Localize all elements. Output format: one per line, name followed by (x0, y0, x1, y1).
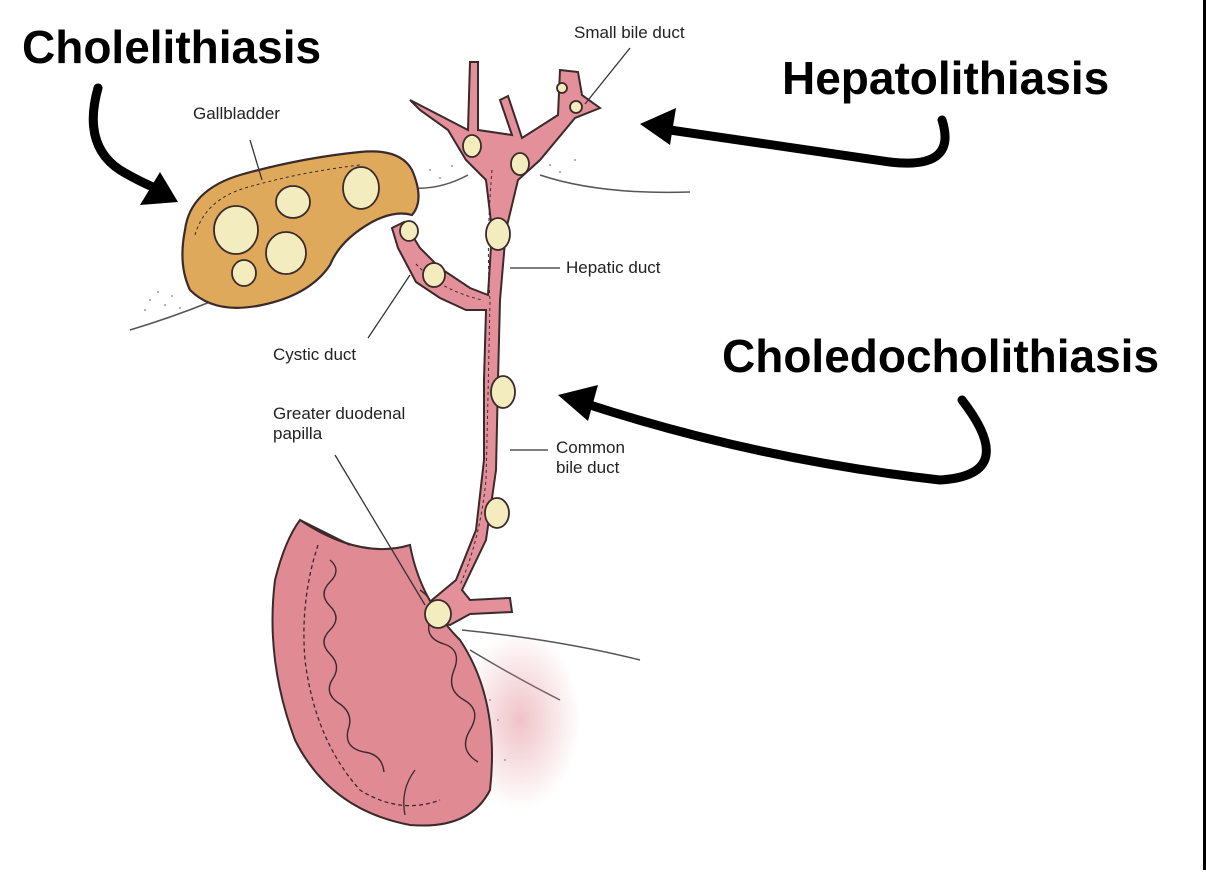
leader-lines (249, 47, 631, 606)
stone (399, 220, 419, 242)
gallstones (213, 82, 583, 629)
arrow-cholelithiasis (88, 83, 178, 205)
label-greater-duodenal-line2: papilla (273, 424, 323, 444)
stone (490, 375, 516, 409)
label-gallbladder: Gallbladder (193, 104, 280, 123)
label-greater-duodenal-papilla: Greater duodenal papilla (273, 404, 405, 445)
label-common-bile-duct-line2: bile duct (556, 458, 620, 478)
heading-cholelithiasis: Cholelithiasis (22, 21, 322, 73)
arrow-choledocholithiasis (558, 385, 991, 485)
label-cystic-duct: Cystic duct (273, 345, 357, 364)
label-hepatic-duct: Hepatic duct (566, 258, 661, 277)
stone (556, 82, 568, 94)
stone (424, 599, 452, 629)
stone (231, 259, 257, 287)
stone (265, 231, 307, 275)
heading-choledocholithiasis: Choledocholithiasis (722, 333, 1160, 379)
right-edge-border (1203, 0, 1206, 870)
label-common-bile-duct-line1: Common (556, 438, 625, 457)
stone (485, 217, 511, 251)
stone (510, 152, 530, 176)
label-greater-duodenal-line1: Greater duodenal (273, 404, 406, 423)
stone (342, 166, 380, 210)
heading-hepatolithiasis: Hepatolithiasis (782, 52, 1110, 104)
duodenum (271, 518, 493, 827)
stone (275, 185, 311, 219)
label-common-bile-duct: Common bile duct (556, 438, 625, 479)
stone (569, 100, 583, 114)
bile-duct-system (390, 61, 603, 627)
stone (462, 134, 482, 158)
annotation-arrows (88, 83, 991, 485)
stone (422, 262, 446, 288)
arrow-hepatolithiasis (640, 108, 950, 168)
stone (484, 497, 510, 529)
stone (213, 205, 259, 255)
label-small-bile-duct: Small bile duct (574, 23, 685, 42)
